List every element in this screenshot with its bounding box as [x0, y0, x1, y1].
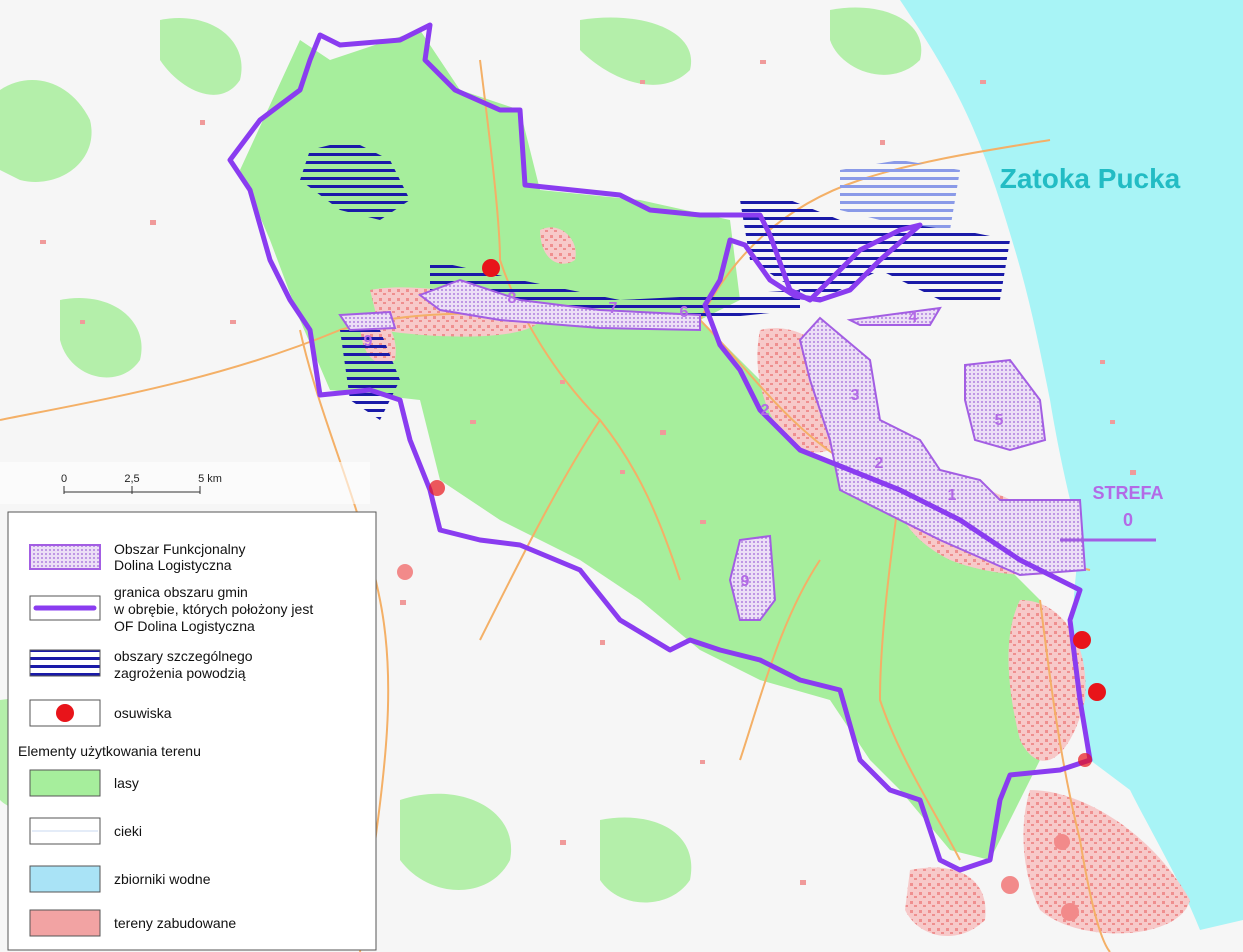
municipal-boundary: [227, 22, 1093, 873]
landslide-point: [1061, 903, 1079, 921]
legend-label-boundary: granica obszaru gmin: [114, 584, 248, 600]
legend-label-zone: Obszar Funkcjonalny: [114, 541, 246, 557]
legend-label-boundary-2: w obrębie, których położony jest: [113, 601, 313, 617]
zone-number: 1: [948, 487, 957, 504]
strefa-number: 0: [1123, 510, 1133, 530]
landslide-point: [482, 259, 500, 277]
landslide-point: [1073, 631, 1091, 649]
legend-swatch-flood: [29, 649, 101, 677]
legend: Obszar Funkcjonalny Dolina Logistyczna g…: [7, 511, 377, 951]
landslide-point: [1001, 876, 1019, 894]
zone-number: 5: [995, 412, 1004, 429]
sea-label: Zatoka Pucka: [1000, 163, 1181, 194]
landslide-point: [1078, 753, 1092, 767]
legend-label-water: zbiorniki wodne: [114, 871, 211, 887]
zone-number: 9: [364, 333, 373, 350]
scale-tick: 5 km: [198, 473, 222, 485]
zone-number: 6: [680, 304, 689, 321]
zone-number: 4: [909, 309, 918, 326]
forest-areas-main: [240, 30, 1040, 860]
legend-label-forest: lasy: [114, 775, 139, 791]
legend-label-zone-2: Dolina Logistyczna: [114, 557, 232, 573]
scale-bar: 0 2,5 5 km: [0, 462, 370, 504]
landslide-point: [429, 480, 445, 496]
landslide-point: [1054, 834, 1070, 850]
zone-number: 7: [609, 300, 618, 317]
legend-label-flood: obszary szczególnego: [114, 648, 253, 664]
legend-label-landslide: osuwiska: [114, 705, 172, 721]
legend-swatch-zone: [29, 544, 101, 570]
zone-number: 8: [508, 290, 517, 307]
landslide-point: [397, 564, 413, 580]
zone-number-labels: 1 2 2 3 4 5 6 7 8 9 9: [364, 290, 1004, 590]
legend-swatch-builtup: [29, 909, 101, 937]
scale-tick: 2,5: [124, 473, 139, 485]
landslide-points: [397, 259, 1106, 921]
sea-zatoka-pucka: [900, 0, 1243, 930]
strefa-label: STREFA: [1092, 483, 1163, 503]
legend-swatch-water: [29, 865, 101, 893]
scale-tick: 0: [61, 473, 67, 485]
zone-number: 9: [741, 573, 750, 590]
zone-number: 2: [875, 455, 884, 472]
landslide-point: [1088, 683, 1106, 701]
legend-label-boundary-3: OF Dolina Logistyczna: [114, 618, 255, 634]
legend-label-flood-2: zagrożenia powodzią: [114, 665, 246, 681]
zone-number: 2: [761, 402, 770, 419]
legend-swatch-forest: [29, 769, 101, 797]
zone-number: 3: [851, 387, 860, 404]
functional-area-zones: [338, 278, 1087, 621]
legend-label-stream: cieki: [114, 823, 142, 839]
legend-label-builtup: tereny zabudowane: [114, 915, 236, 931]
legend-section-title: Elementy użytkowania terenu: [18, 743, 201, 759]
